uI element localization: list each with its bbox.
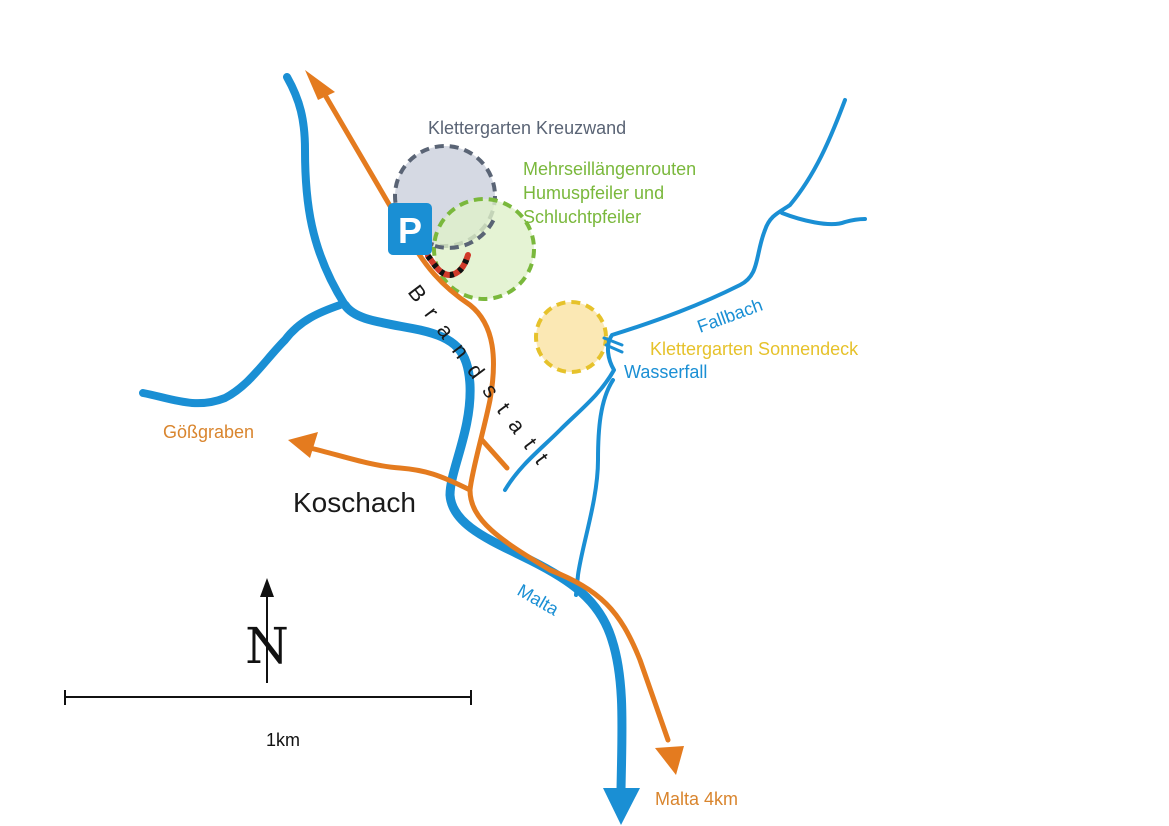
- river-malta: [340, 300, 627, 795]
- north-arrow: N: [245, 578, 289, 683]
- river-upper-branch: [283, 73, 349, 309]
- scale-label: 1km: [266, 730, 300, 750]
- label-malta-river: Malta: [514, 580, 563, 620]
- scale-bar: 1km: [64, 690, 472, 750]
- label-sonnendeck: Klettergarten Sonnendeck: [650, 339, 859, 359]
- river-fallbach-tributary: [780, 211, 867, 227]
- label-malta-road: Malta 4km: [655, 789, 738, 809]
- road-brandstatt: [407, 237, 671, 743]
- road-malta-arrowhead: [655, 746, 684, 775]
- label-wasserfall: Wasserfall: [624, 362, 707, 382]
- wasserfall-marker: [602, 336, 624, 354]
- label-kreuzwand: Klettergarten Kreuzwand: [428, 118, 626, 138]
- river-malta-arrowhead: [603, 788, 640, 825]
- kreuzwand-area-outline-overlap: [434, 218, 496, 250]
- label-goessgraben: Gößgraben: [163, 422, 254, 442]
- north-arrow-head-icon: [260, 578, 274, 597]
- road-north-arrowhead: [305, 70, 335, 100]
- sonnendeck-area[interactable]: [534, 300, 608, 374]
- rivers: [139, 73, 867, 825]
- parking-sign[interactable]: P: [388, 203, 432, 255]
- river-wasserfall-stream: [574, 378, 615, 597]
- access-trail-dashes: [425, 254, 471, 279]
- north-label: N: [245, 617, 289, 675]
- mehrseil-area[interactable]: [432, 197, 536, 301]
- road-spur: [479, 437, 510, 471]
- label-brandstatt: Brandstatt: [403, 280, 562, 479]
- road-goessgraben-arrowhead: [288, 432, 318, 458]
- road-goessgraben: [307, 445, 473, 493]
- label-koschach: Koschach: [293, 487, 416, 518]
- label-mehrseil-line3: Schluchtpfeiler: [523, 207, 641, 227]
- label-mehrseil-line2: Humuspfeiler und: [523, 183, 664, 203]
- label-mehrseil-line1: Mehrseillängenrouten: [523, 159, 696, 179]
- river-fallbach: [503, 98, 847, 492]
- river-west-branch: [139, 301, 344, 408]
- parking-label: P: [398, 210, 422, 251]
